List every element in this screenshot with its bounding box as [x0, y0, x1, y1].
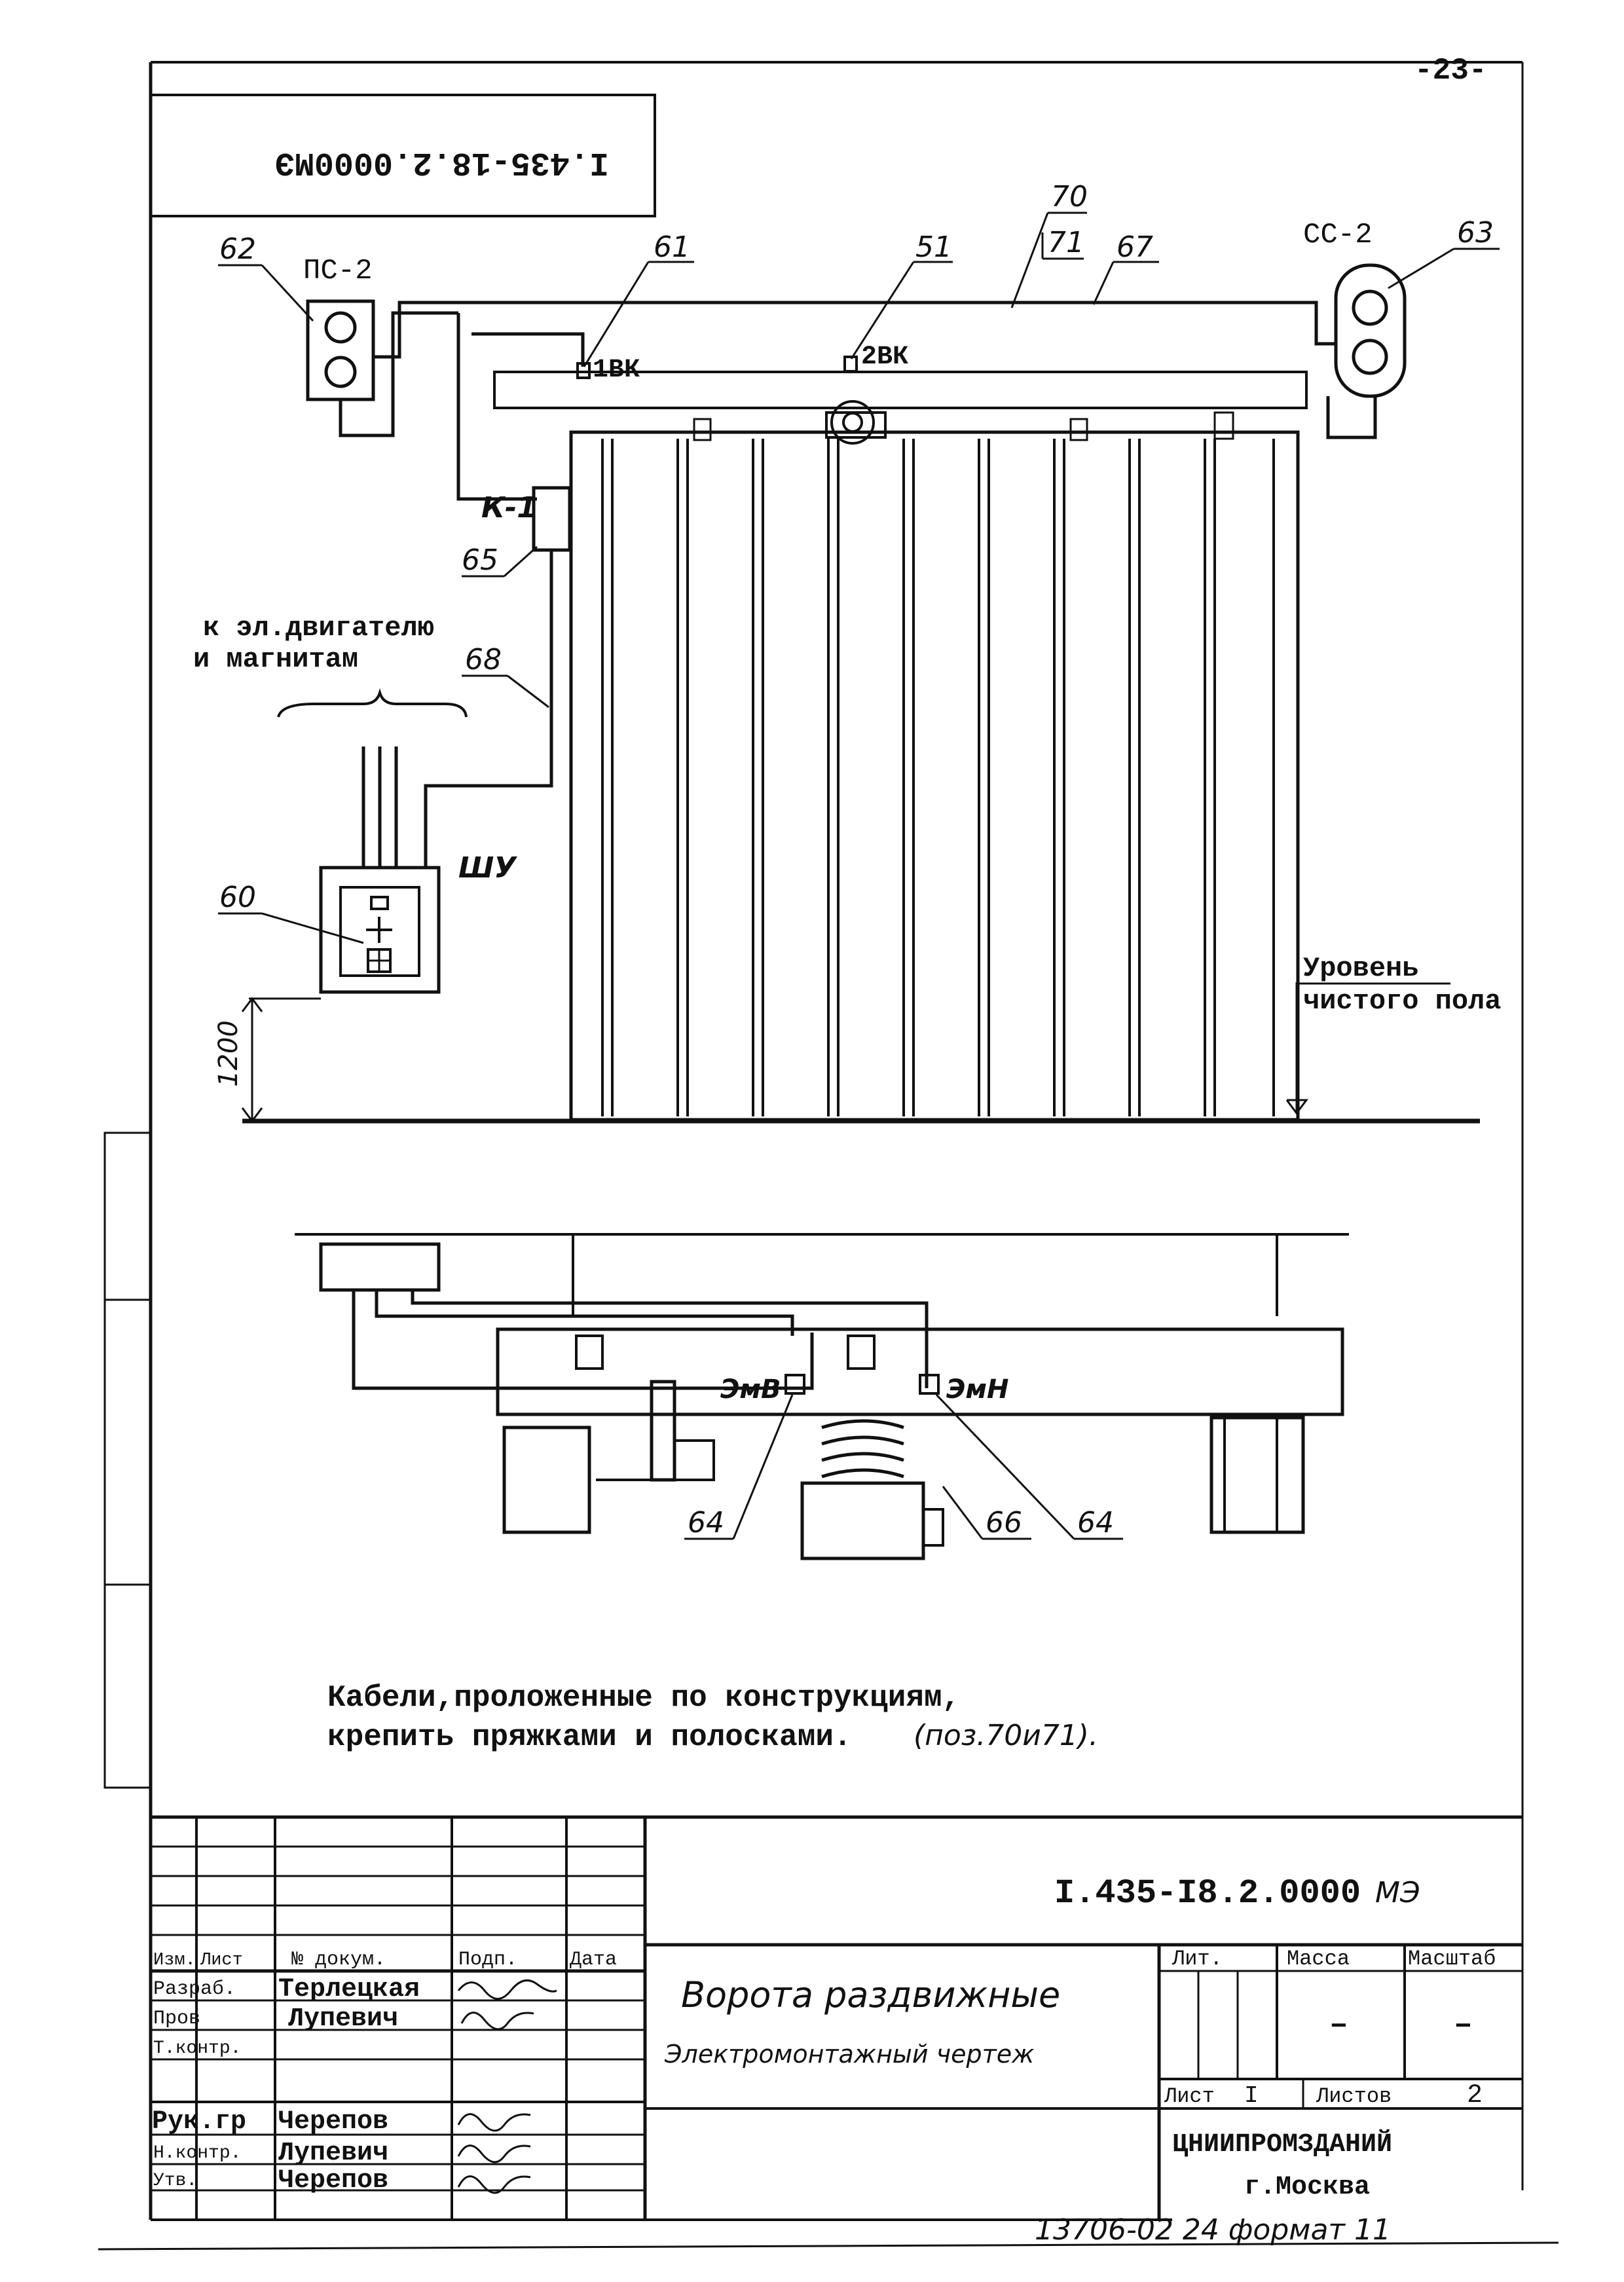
mass-label: Масса — [1287, 1947, 1350, 1971]
pos-66: 66 — [986, 1506, 1022, 1539]
name-razrab: Терлецкая — [278, 1975, 420, 2004]
pos-65: 65 — [462, 543, 498, 577]
footer-note: 13706-02 24 формат 11 — [1035, 2213, 1391, 2247]
col-date: Дата — [570, 1949, 617, 1971]
doc-suffix: МЭ — [1375, 1876, 1420, 1909]
gate-plan-view — [295, 1233, 1349, 1560]
signal-lamp-ss2: СС-2 63 — [1303, 216, 1500, 398]
note-line2: крепить пряжками и полосками. — [327, 1720, 852, 1754]
name-utv: Черепов — [278, 2166, 388, 2196]
pos-51: 51 — [915, 230, 952, 264]
sheet-label: Лист — [1164, 2084, 1215, 2108]
top-position-markers: 61 51 70 71 67 — [583, 180, 1159, 367]
pos-64-right: 64 — [1077, 1506, 1114, 1539]
pos-67: 67 — [1116, 230, 1153, 264]
col-list: Лист — [200, 1951, 243, 1970]
mirrored-code: I.435-18.2.0000МЭ — [275, 143, 609, 181]
role-razrab: Разраб. — [153, 1978, 236, 2000]
drawing-subtitle: Электромонтажный чертеж — [664, 2040, 1034, 2069]
page-number: -23- — [1414, 54, 1486, 88]
emn-label: ЭмН — [946, 1374, 1009, 1405]
plan-position-markers: 64 66 64 — [684, 1393, 1123, 1540]
mirrored-code-stamp: I.435-18.2.0000МЭ — [149, 94, 656, 217]
height-dim-label: 1200 — [213, 1020, 244, 1087]
org-name: ЦНИИПРОМЗДАНИЙ — [1172, 2129, 1392, 2160]
pos-70: 70 — [1051, 180, 1088, 213]
role-tkontr: Т.контр. — [153, 2038, 241, 2059]
pos-64-left: 64 — [688, 1506, 724, 1539]
col-doc: № докум. — [291, 1949, 386, 1971]
title-block-lines — [151, 1815, 1522, 2220]
signal-lamp-ps2: ПС-2 62 — [218, 232, 375, 401]
org-city: г.Москва — [1244, 2173, 1370, 2202]
pos-63: 63 — [1457, 216, 1494, 249]
pos-60: 60 — [219, 881, 256, 914]
cable-top-run — [339, 301, 1377, 501]
pos-68: 68 — [465, 643, 502, 676]
col-sign: Подп. — [458, 1949, 517, 1971]
doc-code: I.435-I8.2.0000 — [1054, 1874, 1361, 1913]
cable-box-k1: К-1 65 — [424, 486, 572, 868]
scale-label: Масштаб — [1408, 1947, 1496, 1971]
emv-label: ЭмВ — [720, 1374, 781, 1405]
floor-level-line2: чистого пола — [1303, 985, 1501, 1017]
note-line2-handwritten: (поз.70и71). — [913, 1719, 1098, 1752]
role-nkontr: Н.контр. — [153, 2143, 241, 2163]
role-prov: Пров — [153, 2008, 200, 2030]
scale-value: – — [1454, 2008, 1473, 2043]
pos-71: 71 — [1048, 226, 1084, 259]
role-utv: Утв. — [153, 2171, 197, 2191]
pos-62: 62 — [219, 232, 256, 266]
name-nkontr: Лупевич — [278, 2139, 388, 2168]
role-ruk: Рук.гр — [152, 2107, 246, 2137]
sheet-value: I — [1244, 2082, 1259, 2109]
mass-value: – — [1329, 2008, 1348, 2043]
motor-note-line1: к эл.двигателю — [203, 612, 434, 644]
ss2-label: СС-2 — [1303, 219, 1373, 251]
motor-note-line2: и магнитам — [193, 644, 358, 675]
vk2-label: 2ВК — [861, 342, 908, 372]
sheet-frame — [98, 61, 1559, 2251]
floor-level-line1: Уровень — [1303, 953, 1418, 984]
drawing-title: Ворота раздвижные — [681, 1974, 1060, 2015]
installation-note: Кабели,проложенные по конструкциям, креп… — [327, 1681, 1098, 1754]
control-cabinet-shu: ШУ 60 — [218, 851, 517, 994]
signatures — [457, 1979, 557, 2194]
sheets-label: Листов — [1316, 2084, 1392, 2108]
pos-61: 61 — [654, 230, 690, 264]
col-izm: Изм. — [153, 1951, 196, 1970]
shu-label: ШУ — [458, 851, 517, 885]
gate-elevation — [242, 371, 1480, 1124]
floor-level-mark: Уровень чистого пола — [1285, 953, 1501, 1115]
motor-feed-note: к эл.двигателю и магнитам 68 — [193, 612, 549, 868]
height-dimension: 1200 — [213, 997, 321, 1123]
name-ruk: Черепов — [278, 2107, 388, 2137]
k1-label: К-1 — [481, 491, 537, 524]
sheets-value: 2 — [1467, 2081, 1483, 2110]
ps2-label: ПС-2 — [303, 255, 373, 287]
lit-label: Лит. — [1172, 1947, 1223, 1971]
name-prov: Лупевич — [288, 2004, 398, 2034]
note-line1: Кабели,проложенные по конструкциям, — [327, 1681, 960, 1715]
vk1-label: 1ВК — [593, 356, 640, 385]
